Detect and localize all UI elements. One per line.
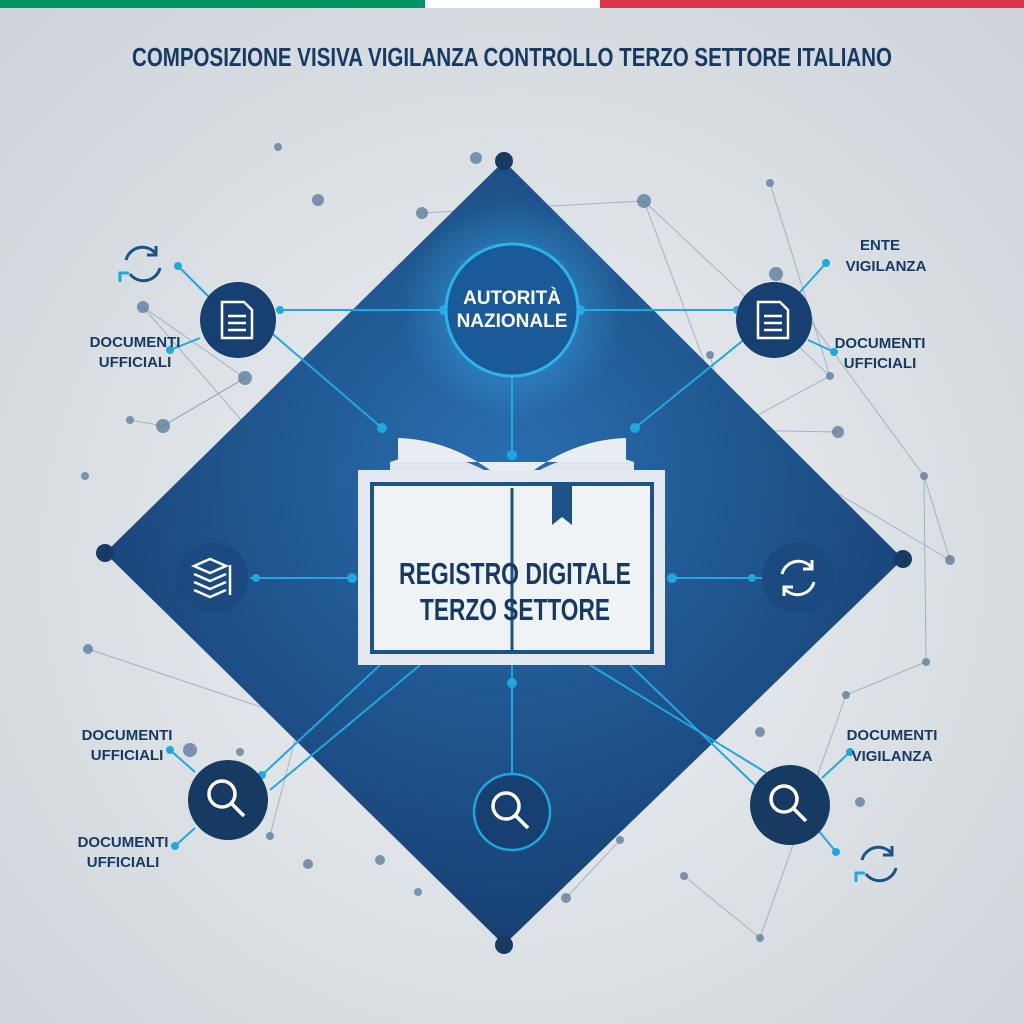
label-line: DOCUMENTI: [78, 834, 169, 851]
network-node: [303, 859, 313, 869]
network-node: [183, 743, 197, 757]
label-line: UFFICIALI: [91, 747, 164, 764]
network-node: [706, 351, 714, 359]
network-node: [755, 727, 765, 737]
network-node: [81, 472, 89, 480]
flag-white: [425, 0, 600, 8]
network-node: [769, 267, 783, 281]
label-line: VIGILANZA: [852, 748, 933, 765]
search-node-center[interactable]: [472, 772, 552, 852]
page-title: COMPOSIZIONE VISIVA VIGILANZA CONTROLLO …: [132, 42, 892, 72]
refresh-icon-top-left: [118, 245, 162, 283]
network-node: [416, 207, 428, 219]
label-bottom-left-1: DOCUMENTI UFFICIALI: [82, 727, 173, 764]
sync-icon: [780, 559, 816, 597]
network-line: [162, 377, 246, 427]
network-node: [920, 472, 928, 480]
network-node: [238, 371, 252, 385]
document-node-left[interactable]: [200, 282, 276, 358]
network-line: [683, 875, 761, 939]
label-line: DOCUMENTI: [835, 335, 926, 352]
search-icon: [207, 779, 246, 818]
flag-red: [600, 0, 1024, 8]
network-node: [637, 194, 651, 208]
network-node: [945, 555, 955, 565]
label-top-right-2: DOCUMENTI UFFICIALI: [835, 335, 926, 372]
network-node: [616, 836, 624, 844]
network-line: [923, 475, 951, 561]
center-title-line2: TERZO SETTORE: [420, 592, 610, 627]
network-node: [842, 691, 850, 699]
network-node: [156, 419, 170, 433]
layers-icon: [190, 557, 232, 599]
diamond-corners: [96, 152, 912, 954]
network-node: [236, 748, 244, 756]
label-line: UFFICIALI: [99, 354, 172, 371]
search-icon: [491, 791, 530, 830]
network-line: [565, 839, 621, 899]
network-node: [126, 416, 134, 424]
network-node: [266, 832, 274, 840]
connectors: [169, 262, 851, 853]
label-top-left: DOCUMENTI UFFICIALI: [90, 334, 181, 371]
authority-line2: NAZIONALE: [457, 311, 568, 332]
center-title-line1: REGISTRO DIGITALE: [399, 556, 631, 591]
network-node: [414, 888, 422, 896]
document-node-right[interactable]: [736, 282, 812, 358]
network-node: [375, 855, 385, 865]
label-bottom-left-2: DOCUMENTI UFFICIALI: [78, 834, 169, 871]
flag-green: [0, 0, 425, 8]
network-node: [137, 301, 149, 313]
refresh-icon-bottom-right: [854, 845, 898, 883]
label-line: DOCUMENTI: [847, 727, 938, 744]
label-line: UFFICIALI: [87, 854, 160, 871]
network-node: [83, 644, 93, 654]
authority-node[interactable]: AUTORITÀ NAZIONALE: [444, 242, 580, 378]
label-line: DOCUMENTI: [82, 727, 173, 744]
network-node: [680, 872, 688, 880]
network-line: [923, 475, 927, 663]
network-node: [826, 372, 834, 380]
network-node: [832, 426, 844, 438]
label-line: VIGILANZA: [846, 258, 927, 275]
network-node: [470, 152, 482, 164]
bookmark-icon: [552, 484, 572, 525]
authority-line1: AUTORITÀ: [463, 287, 561, 309]
label-line: DOCUMENTI: [90, 334, 181, 351]
network-line: [142, 306, 251, 431]
network-node: [756, 934, 764, 942]
network-node: [312, 194, 324, 206]
book-register[interactable]: REGISTRO DIGITALE TERZO SETTORE: [358, 438, 665, 665]
search-node-left[interactable]: [188, 760, 268, 840]
search-icon: [769, 784, 808, 823]
network-line: [142, 306, 246, 379]
network-node: [561, 893, 571, 903]
network-line: [769, 182, 831, 377]
document-icon: [220, 300, 254, 340]
search-node-right[interactable]: [750, 765, 830, 845]
label-bottom-right: DOCUMENTI VIGILANZA: [847, 727, 938, 765]
network-node: [766, 179, 774, 187]
network-node: [855, 797, 865, 807]
label-line: UFFICIALI: [844, 355, 917, 372]
network-line: [845, 661, 927, 696]
sync-node[interactable]: [762, 542, 834, 614]
document-icon: [756, 300, 790, 340]
network-node: [274, 143, 282, 151]
network-node: [922, 658, 930, 666]
label-line: ENTE: [860, 237, 900, 254]
layers-node[interactable]: [176, 542, 248, 614]
label-top-right-1: ENTE VIGILANZA: [846, 237, 927, 275]
